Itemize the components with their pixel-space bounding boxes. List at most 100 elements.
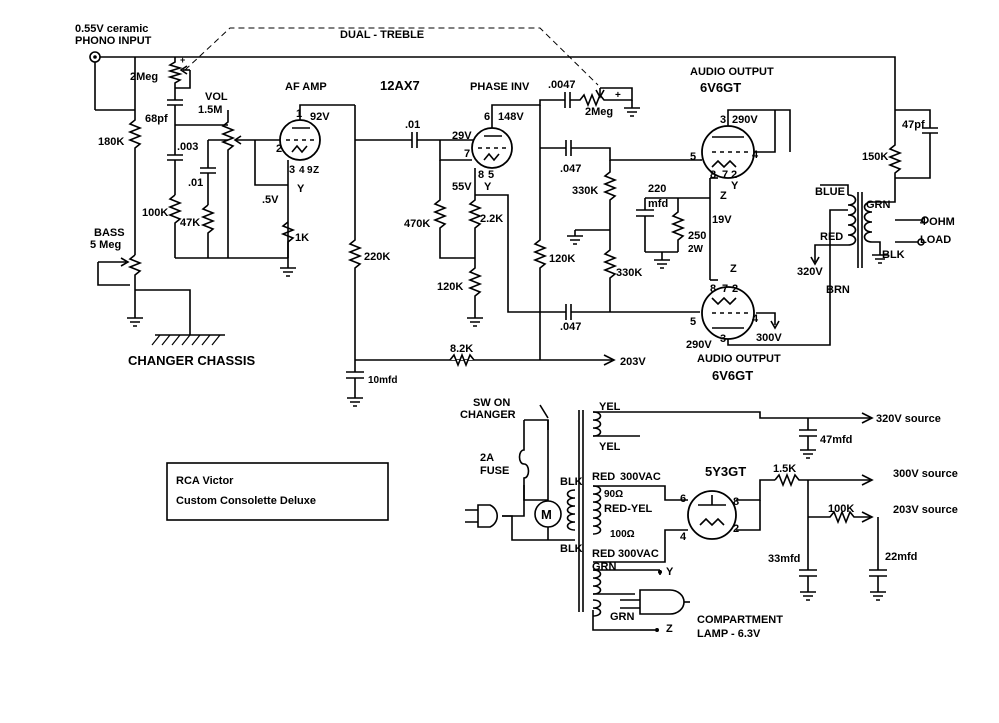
xfmr-90: 90Ω [604,489,623,500]
title-line1: RCA Victor [176,475,234,487]
pot-2meg-label: 2Meg [130,71,158,83]
cap-01-a: .01 [188,140,216,205]
dual-treble-label: DUAL - TREBLE [340,29,424,41]
xfmr-yel-b: YEL [599,441,621,453]
v-05-label: .5V [262,194,279,206]
pin-8-ob: 8 [710,283,716,295]
cap-22mfd: 22mfd [869,517,917,601]
power-transformer: YEL YEL BLK BLK RED 300VAC 90Ω RED-YEL 1… [560,401,661,623]
pin-y-ot: Y [731,180,739,192]
xfmr-grn-b: GRN [610,611,635,623]
rect-pin-4: 4 [680,531,687,543]
resistor-2-2k: 2.2K [467,195,503,258]
resistor-120k-a: 120K [437,258,483,310]
c-220-label: 220 [648,183,666,195]
cap-220mfd: 220 mfd [636,183,668,252]
resistor-220k: 220K [347,140,390,360]
resistor-330k-a: 330K [572,160,618,230]
pin-7-ob: 7 [722,283,728,295]
v-300-label: 300V [756,332,782,344]
r-250-watt: 2W [688,244,704,255]
output-top-label: AUDIO OUTPUT [690,66,774,78]
title-box: RCA Victor Custom Consolette Deluxe [166,462,389,521]
ac-plug [465,485,575,541]
c-01-a-label: .01 [188,177,203,189]
rectifier-tube: 5Y3GT 6 8 4 2 [680,464,746,543]
c-10mfd-label: 10mfd [368,375,397,386]
out-grn-label: GRN [866,199,891,211]
input-label-line2: PHONO INPUT [75,35,152,47]
xfmr-300vac-a: 300VAC [620,471,661,483]
r-220k-label: 220K [364,251,390,263]
resistor-150k: 150K [862,140,903,178]
r-2-2k-label: 2.2K [480,213,503,225]
output-bottom-label: AUDIO OUTPUT [697,353,781,365]
v-148-label: 148V [498,111,524,123]
v-29-label: 29V [452,130,472,142]
r-1-5k-label: 1.5K [773,463,796,475]
four-ohm-label: 4 OHM [920,216,955,228]
r-120k-a-label: 120K [437,281,463,293]
pin-y-pi: Y [484,181,492,193]
motor-label: M [541,507,552,522]
xfmr-yel-a: YEL [599,401,621,413]
cap-47mfd: 47mfd [799,418,852,459]
pin-6: 6 [484,111,490,123]
resistor-8-2k: 8.2K [449,343,475,368]
xfmr-300vac-b: 300VAC [618,548,659,560]
pin-7: 7 [464,148,470,160]
fuse: 2A FUSE [480,420,530,485]
r-1k-label: 1K [295,232,309,244]
resistor-47k: 47K [180,204,216,258]
pin-y-af: Y [297,183,305,195]
r-47k-label: 47K [180,217,200,229]
xfmr-blk-a: BLK [560,476,583,488]
vol-value: 1.5M [198,104,222,116]
pin-z-ot: Z [720,190,727,202]
v-320-label: 320V [797,266,823,278]
pin-5-ot: 5 [690,151,696,163]
power-switch: SW ON CHANGER [460,397,549,430]
r-150k-label: 150K [862,151,888,163]
output-top-type: 6V6GT [700,80,741,95]
treble-pot-2: + 2Meg [570,87,640,118]
bass-label: BASS [94,227,125,239]
v-92-label: 92V [310,111,330,123]
changer-chassis-label: CHANGER CHASSIS [128,353,255,368]
pin-8: 8 [478,169,484,181]
r-100k-b-label: 100K [828,503,854,515]
resistor-1k: 1K [280,221,309,258]
c-0047-label: .0047 [548,79,576,91]
xfmr-red-yel: RED-YEL [604,503,653,515]
input-label-line1: 0.55V ceramic [75,23,148,35]
af-amp-label: AF AMP [285,81,327,93]
pin-z-af: Z [313,165,319,176]
pin-8-ot: 8 [710,169,716,181]
out-blue-label: BLUE [815,186,845,198]
out-red-label: RED [820,231,843,243]
bass-pot: BASS 5 Meg [90,227,143,290]
bass-value: 5 Meg [90,239,121,251]
pot2-plus: + [615,90,621,101]
pin-7-ot: 7 [722,169,728,181]
pin-2-ot: 2 [731,169,737,181]
compartment-lamp: Y Z COMPARTMENT LAMP - 6.3V [592,566,783,640]
pin-3-ob: 3 [720,333,726,345]
r-120k-b-label: 120K [549,253,575,265]
volume-pot: VOL 1.5M [198,91,255,258]
out-brn-label: BRN [826,284,850,296]
c-003-label: .003 [177,141,198,153]
pot-2meg-b-label: 2Meg [585,106,613,118]
cap-33mfd: 33mfd [768,517,817,601]
c-01-b-label: .01 [405,119,420,131]
changer-chassis-ground: CHANGER CHASSIS [128,289,255,368]
v-290-bottom-label: 290V [686,339,712,351]
c-047-b-label: .047 [560,321,581,333]
pin-4-ob: 4 [752,313,759,325]
output-tube-top: AUDIO OUTPUT 6V6GT 3 290V 5 4 8 7 2 Y Z [690,66,774,202]
cap-68pf: 68pf [145,92,183,125]
v-290-top-label: 290V [732,114,758,126]
fuse-2a-label: 2A [480,452,494,464]
r-250-label: 250 [688,230,706,242]
v-203-label: 203V [620,356,646,368]
